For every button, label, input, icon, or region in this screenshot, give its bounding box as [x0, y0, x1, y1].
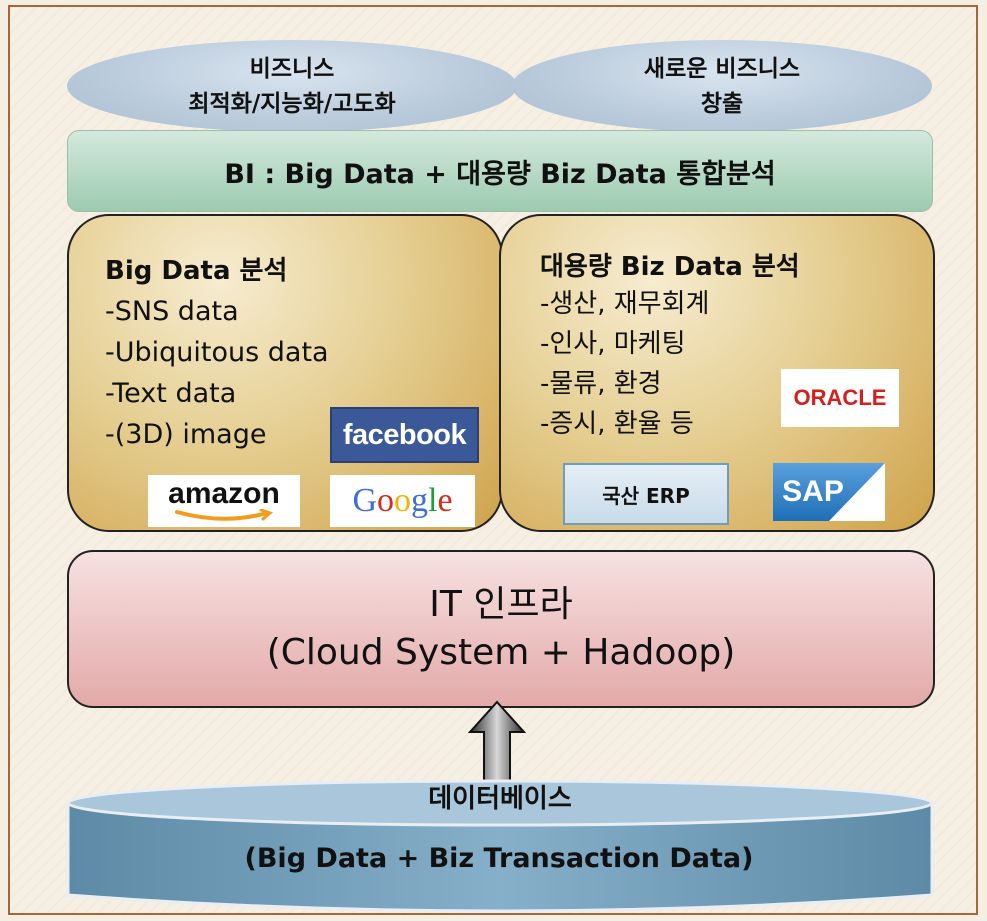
google-letter: o [394, 482, 411, 519]
google-logo: Google [330, 475, 475, 527]
new-business-ellipse: 새로운 비즈니스 창출 [512, 40, 932, 132]
biz-data-analysis-panel: 대용량 Biz Data 분석 -생산, 재무회계 -인사, 마케팅 -물류, … [499, 214, 935, 532]
list-item: -생산, 재무회계 [540, 289, 710, 319]
panel-title: 대용량 Biz Data 분석 [540, 252, 800, 282]
sap-logo: SAP [773, 463, 885, 521]
google-letter: o [377, 482, 394, 519]
domestic-erp-box: 국산 ERP [563, 463, 729, 525]
google-logo-text: Google [352, 482, 452, 520]
sap-logo-mark: SAP [773, 463, 885, 521]
list-item: -Text data [105, 378, 237, 409]
list-item: -SNS data [105, 296, 239, 327]
list-item: -증시, 환율 등 [540, 409, 694, 439]
amazon-logo-text: amazon [168, 477, 280, 510]
it-infrastructure-box: IT 인프라 (Cloud System + Hadoop) [67, 550, 935, 708]
infra-line: (Cloud System + Hadoop) [266, 632, 736, 673]
database-subtitle: (Big Data + Biz Transaction Data) [244, 843, 754, 874]
facebook-logo: facebook [330, 407, 479, 463]
ellipse-line: 최적화/지능화/고도화 [188, 90, 396, 117]
google-letter: g [411, 482, 428, 519]
list-item: -인사, 마케팅 [540, 329, 686, 359]
ellipse-line: 새로운 비즈니스 [643, 55, 801, 82]
oracle-logo-text: ORACLE [793, 385, 887, 410]
biz-data-list: -생산, 재무회계 -인사, 마케팅 -물류, 환경 -증시, 환율 등 [540, 284, 709, 444]
bi-bar-label: BI : Big Data + 대용량 Biz Data 통합분석 [224, 158, 776, 190]
business-optimization-ellipse: 비즈니스 최적화/지능화/고도화 [67, 40, 517, 132]
bi-integrated-analysis-bar: BI : Big Data + 대용량 Biz Data 통합분석 [67, 130, 933, 212]
google-letter: e [437, 482, 453, 519]
ellipse-line: 비즈니스 [249, 55, 335, 82]
facebook-logo-text: facebook [342, 418, 467, 451]
infra-line: IT 인프라 [429, 584, 573, 625]
big-data-analysis-panel: Big Data 분석 -SNS data -Ubiquitous data -… [67, 214, 503, 532]
sap-logo-text: SAP [782, 475, 844, 508]
list-item: -물류, 환경 [540, 369, 662, 399]
google-letter: l [428, 482, 438, 519]
amazon-smile-icon [175, 509, 273, 521]
list-item: -Ubiquitous data [105, 337, 329, 368]
panel-title: Big Data 분석 [105, 256, 288, 286]
amazon-logo: amazon [148, 475, 300, 527]
big-data-list: -SNS data -Ubiquitous data -Text data -(… [105, 291, 329, 455]
google-letter: G [352, 482, 377, 519]
erp-label: 국산 ERP [602, 483, 690, 508]
oracle-logo: ORACLE [781, 369, 899, 427]
ellipse-line: 창출 [700, 90, 744, 117]
list-item: -(3D) image [105, 419, 267, 450]
database-cylinder-icon [66, 779, 934, 913]
database-title: 데이터베이스 [428, 784, 572, 814]
